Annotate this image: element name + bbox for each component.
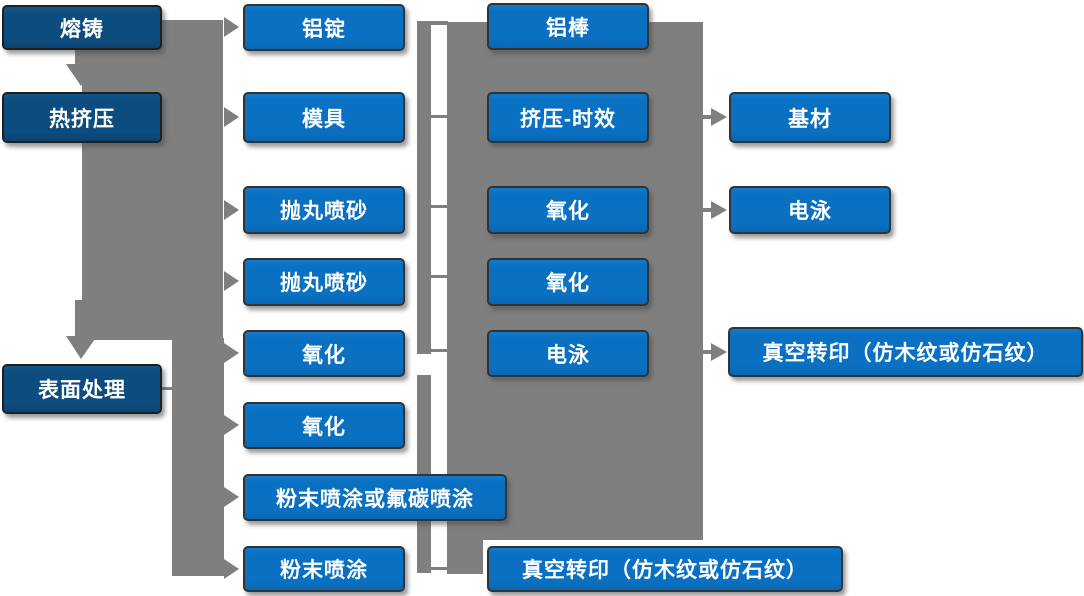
node-dianyong2: 电泳	[729, 186, 891, 234]
left-fanout-connector	[66, 17, 239, 579]
spine-stub-bottom	[430, 567, 448, 570]
node-fenmo-futan: 粉末喷涂或氟碳喷涂	[243, 474, 507, 521]
node-yanghua4: 氧化	[487, 258, 649, 306]
down-arrow-head-rongzhu-rejiya	[66, 64, 97, 86]
node-paowan1: 抛丸喷砂	[243, 186, 405, 234]
fanout-arrowhead-to-lvding	[224, 17, 239, 37]
spine-upper	[417, 21, 431, 354]
node-lvbang: 铝棒	[487, 3, 649, 50]
node-yanghua3: 氧化	[487, 186, 649, 234]
down-arrow-stem-rejiya-biaomianchuli	[75, 300, 89, 338]
node-rongzhu: 熔铸	[2, 5, 162, 50]
node-rejiya: 热挤压	[2, 92, 162, 143]
node-muju: 模具	[243, 92, 405, 143]
node-biaomianchuli: 表面处理	[2, 364, 162, 414]
stub-biaomianchuli-to-slab	[162, 387, 173, 390]
arrow-head-dianyong1-to-zhenkong	[711, 343, 727, 361]
arrow-head-jiya-to-jicai	[711, 108, 727, 126]
node-dianyong1: 电泳	[487, 330, 649, 377]
arrow-stem-dianyong1-to-zhenkong	[702, 350, 712, 354]
fanout-arrowhead-to-paowan1	[224, 200, 239, 220]
arrow-head-yanghua3-to-dianyong2	[711, 201, 727, 219]
fanout-arrowhead-to-fenmo-futan	[224, 487, 239, 507]
spine-stub-row2	[430, 115, 448, 118]
fanout-arrowhead-to-paowan2	[224, 271, 239, 291]
down-arrow-head-rejiya-biaomianchuli	[66, 336, 97, 359]
arrow-stem-yanghua3-to-dianyong2	[702, 208, 712, 212]
left-slab-upper	[82, 20, 223, 340]
process-block-extension	[447, 540, 483, 574]
right-output-arrows	[702, 108, 727, 361]
spine-stub-row5	[430, 349, 448, 352]
node-paowan2: 抛丸喷砂	[243, 258, 405, 306]
down-arrow-stem-rongzhu-rejiya	[75, 48, 89, 66]
spine-stub-row4	[430, 275, 448, 278]
node-fenmo: 粉末喷涂	[243, 546, 405, 592]
left-slab-lower	[172, 338, 224, 576]
node-jicai: 基材	[729, 92, 891, 143]
fanout-arrowhead-to-fenmo	[224, 559, 239, 579]
spine-stub-top	[417, 21, 448, 25]
node-yanghua1: 氧化	[243, 330, 405, 377]
node-yanghua2: 氧化	[243, 402, 405, 449]
node-zhenkong-right: 真空转印（仿木纹或仿石纹）	[728, 327, 1083, 377]
fanout-arrowhead-to-muju	[224, 107, 239, 127]
node-lvding: 铝锭	[243, 4, 405, 51]
fanout-arrowhead-to-yanghua2	[224, 415, 239, 435]
spine-stub-row3	[430, 205, 448, 208]
arrow-stem-jiya-to-jicai	[702, 115, 712, 119]
node-zhenkong-bottom: 真空转印（仿木纹或仿石纹）	[487, 546, 843, 592]
fanout-arrowhead-to-yanghua1	[224, 343, 239, 363]
node-jiya-shixiao: 挤压-时效	[487, 92, 649, 143]
